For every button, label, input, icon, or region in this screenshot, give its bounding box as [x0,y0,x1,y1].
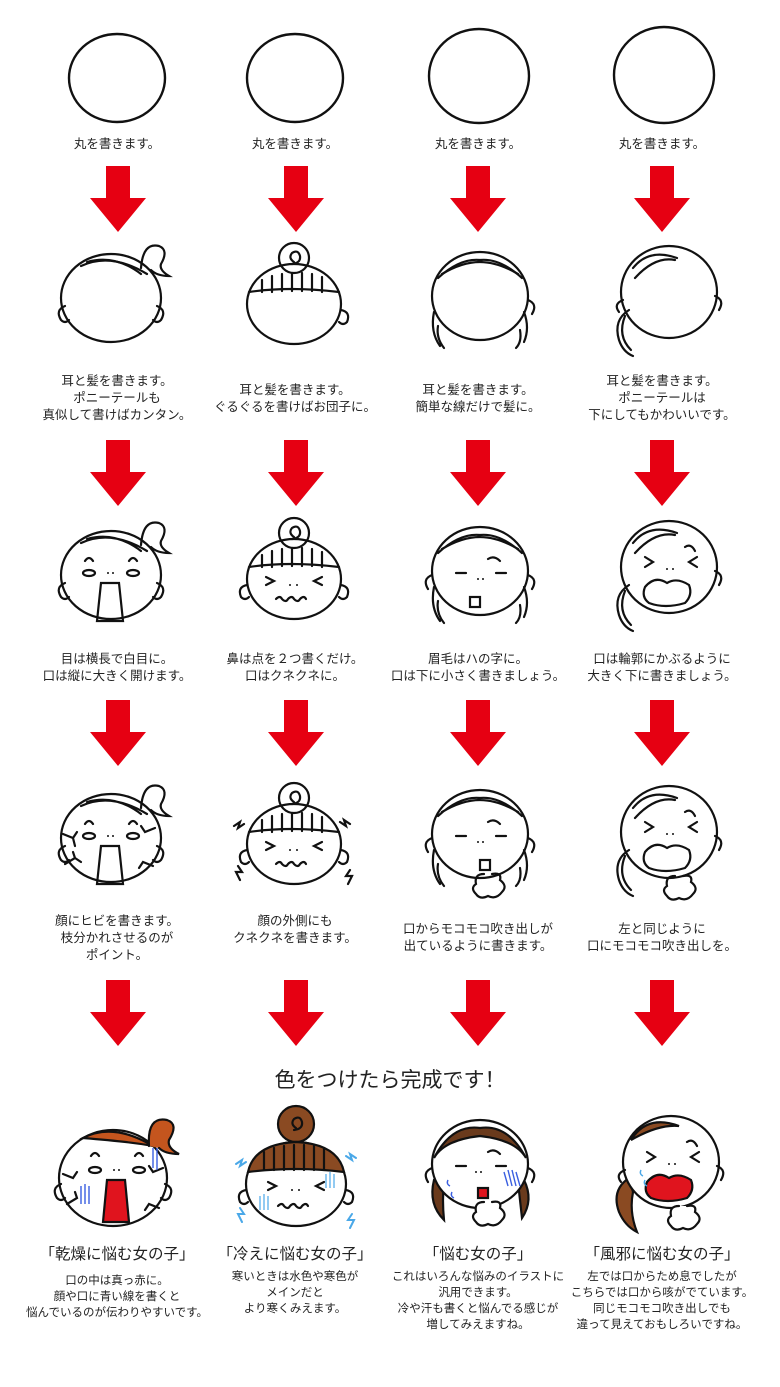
arrow-down-icon [90,980,146,1046]
arrow-down-icon [268,166,324,232]
step4-caption-1: 顔にヒビを書きます。 枝分かれさせるのが ポイント。 [55,913,179,962]
step4-face-shiver [232,781,354,886]
step1-caption-3: 丸を書きます。 [434,136,522,151]
step1-circle-2 [245,32,345,124]
arrow-down-icon [90,700,146,766]
step3-face-simple [424,525,536,625]
step3-face-low-ponytail [616,519,723,633]
step3-caption-3: 眉毛はハの字に。 口は下に小さく書きましょう。 [390,651,566,683]
final-face-cold [235,1104,357,1229]
final-desc-2: 寒いときは水色や寒色が メインだと より寒くみえます。 [231,1269,359,1315]
final-title-2: 「冷えに悩む女の子」 [217,1245,373,1263]
step4-face-cough [616,784,723,901]
final-face-dry [53,1118,180,1228]
step2-caption-1: 耳と髪を書きます。 ポニーテールも 真似して書けばカンタン。 [42,373,192,422]
step2-caption-4: 耳と髪を書きます。 ポニーテールは 下にしてもかわいいです。 [588,373,736,422]
step4-face-cracks [57,784,173,886]
arrow-down-icon [90,166,146,232]
arrow-down-icon [90,440,146,506]
step1-caption-2: 丸を書きます。 [251,136,339,151]
arrow-down-icon [268,700,324,766]
arrow-down-icon [634,700,690,766]
step1-circle-4 [612,25,716,125]
final-face-cough [615,1114,725,1235]
arrow-down-icon [450,166,506,232]
step2-face-simple-hair [430,250,536,350]
arrow-down-icon [450,700,506,766]
final-desc-1: 口の中は真っ赤に。 顔や口に青い線を書くと 悩んでいるのが伝わりやすいです。 [26,1273,208,1319]
step1-circle-1 [67,32,167,124]
step1-caption-1: 丸を書きます。 [73,136,161,151]
step1-circle-3 [427,27,531,125]
final-face-worried [424,1118,536,1227]
arrow-down-icon [450,440,506,506]
step1-caption-4: 丸を書きます。 [618,136,706,151]
completion-headline: 色をつけたら完成です！ [274,1068,506,1092]
step4-caption-2: 顔の外側にも クネクネを書きます。 [233,913,357,945]
step2-caption-3: 耳と髪を書きます。 簡単な線だけで髪に。 [415,382,541,414]
step4-caption-4: 左と同じように 口にモコモコ吹き出しを。 [586,921,737,953]
step2-caption-2: 耳と髪を書きます。 ぐるぐるを書けばお団子に。 [213,382,376,414]
final-desc-4: 左では口からため息でしたが こちらでは口から咳がでています。 同じモコモコ吹き出… [570,1269,754,1331]
step4-caption-3: 口からモコモコ吹き出しが 出ているように書きます。 [402,921,553,953]
final-desc-3: これはいろんな悩みのイラストに 汎用できます。 冷や汗も書くと悩んでる感じが 増… [391,1269,565,1331]
arrow-down-icon [268,980,324,1046]
step2-face-bun [245,241,350,346]
step3-face-bun [238,516,350,621]
arrow-down-icon [450,980,506,1046]
step3-face-dry [57,521,173,623]
arrow-down-icon [634,980,690,1046]
step4-face-breath [424,788,536,899]
step2-face-ponytail [57,244,173,344]
step2-face-low-ponytail [615,244,723,358]
step3-caption-4: 口は輪郭にかぶるように 大きく下に書きましょう。 [587,651,737,683]
step3-caption-2: 鼻は点を２つ書くだけ。 口はクネクネに。 [226,651,364,683]
step3-caption-1: 目は横長で白目に。 口は縦に大きく開けます。 [42,651,192,683]
arrow-down-icon [268,440,324,506]
final-title-3: 「悩む女の子」 [423,1245,533,1263]
arrow-down-icon [634,166,690,232]
arrow-down-icon [634,440,690,506]
final-title-4: 「風邪に悩む女の子」 [584,1245,740,1263]
final-title-1: 「乾燥に悩む女の子」 [39,1245,195,1263]
